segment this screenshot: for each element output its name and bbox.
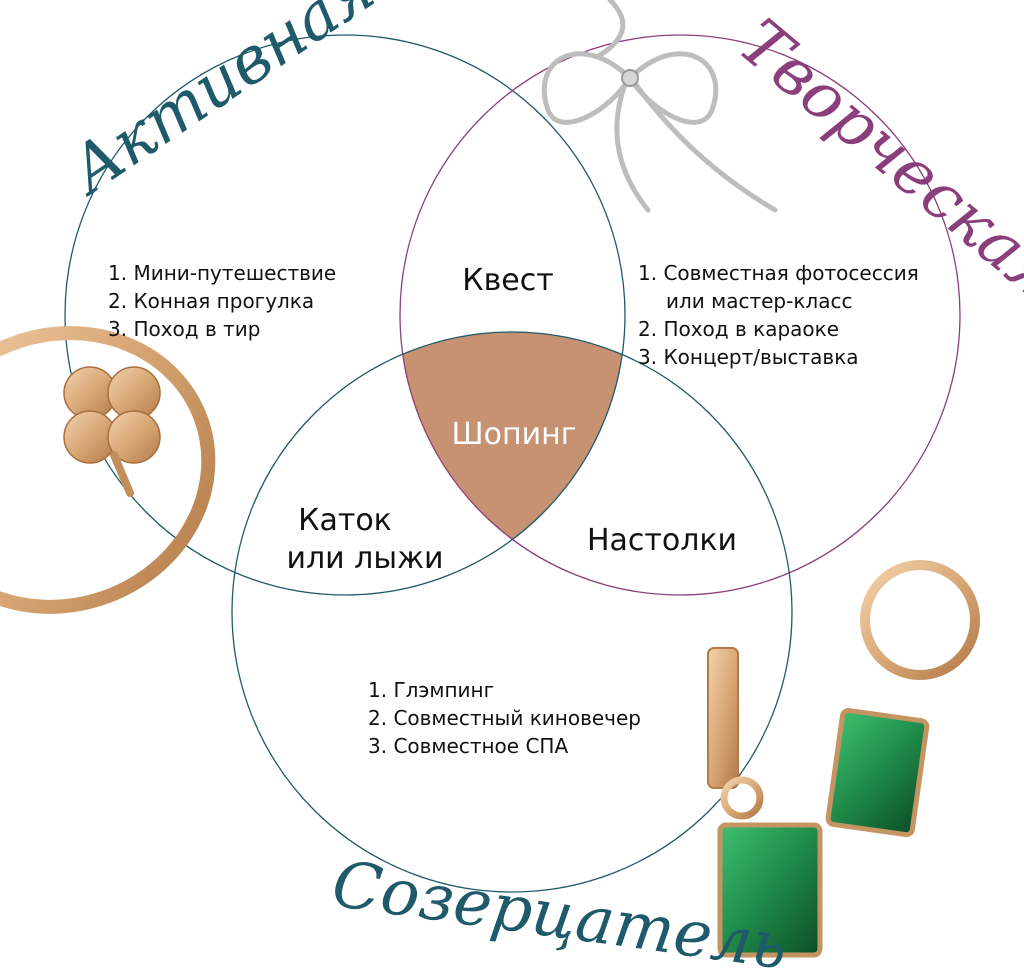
- intersection-active-contemplator-line2: или лыжи: [286, 541, 443, 576]
- list-contemplator: 1. Глэмпинг 2. Совместный киновечер 3. С…: [368, 678, 641, 758]
- intersection-active-contemplator-line1: Каток: [298, 503, 392, 538]
- list-item: 1. Совместная фотосессия: [638, 261, 919, 285]
- intersection-active-creative: Квест: [462, 263, 553, 298]
- intersection-creative-contemplator: Настолки: [587, 523, 737, 558]
- list-item: 1. Мини-путешествие: [108, 261, 336, 285]
- circle-creative: [399, 34, 961, 596]
- list-item: 3. Совместное СПА: [368, 734, 568, 758]
- list-item: 1. Глэмпинг: [368, 678, 494, 702]
- list-creative: 1. Совместная фотосессия или мастер-клас…: [638, 261, 919, 369]
- circle-contemplator: [231, 331, 793, 893]
- list-item: 2. Совместный киновечер: [368, 706, 641, 730]
- clover-ring-icon: [0, 326, 216, 614]
- list-active: 1. Мини-путешествие 2. Конная прогулка 3…: [108, 261, 336, 341]
- bow-pendant-icon: [541, 0, 778, 213]
- set-title-active: Активная: [54, 0, 388, 211]
- list-item: 3. Поход в тир: [108, 317, 260, 341]
- circle-active: [64, 34, 626, 596]
- center-intersection-fill: [400, 332, 625, 595]
- intersection-all: Шопинг: [452, 417, 577, 452]
- list-item: 3. Концерт/выставка: [638, 345, 859, 369]
- list-item: 2. Конная прогулка: [108, 289, 314, 313]
- list-item: 2. Поход в караоке: [638, 317, 839, 341]
- list-item: или мастер-класс: [666, 289, 852, 313]
- emerald-earrings-icon: [707, 560, 980, 958]
